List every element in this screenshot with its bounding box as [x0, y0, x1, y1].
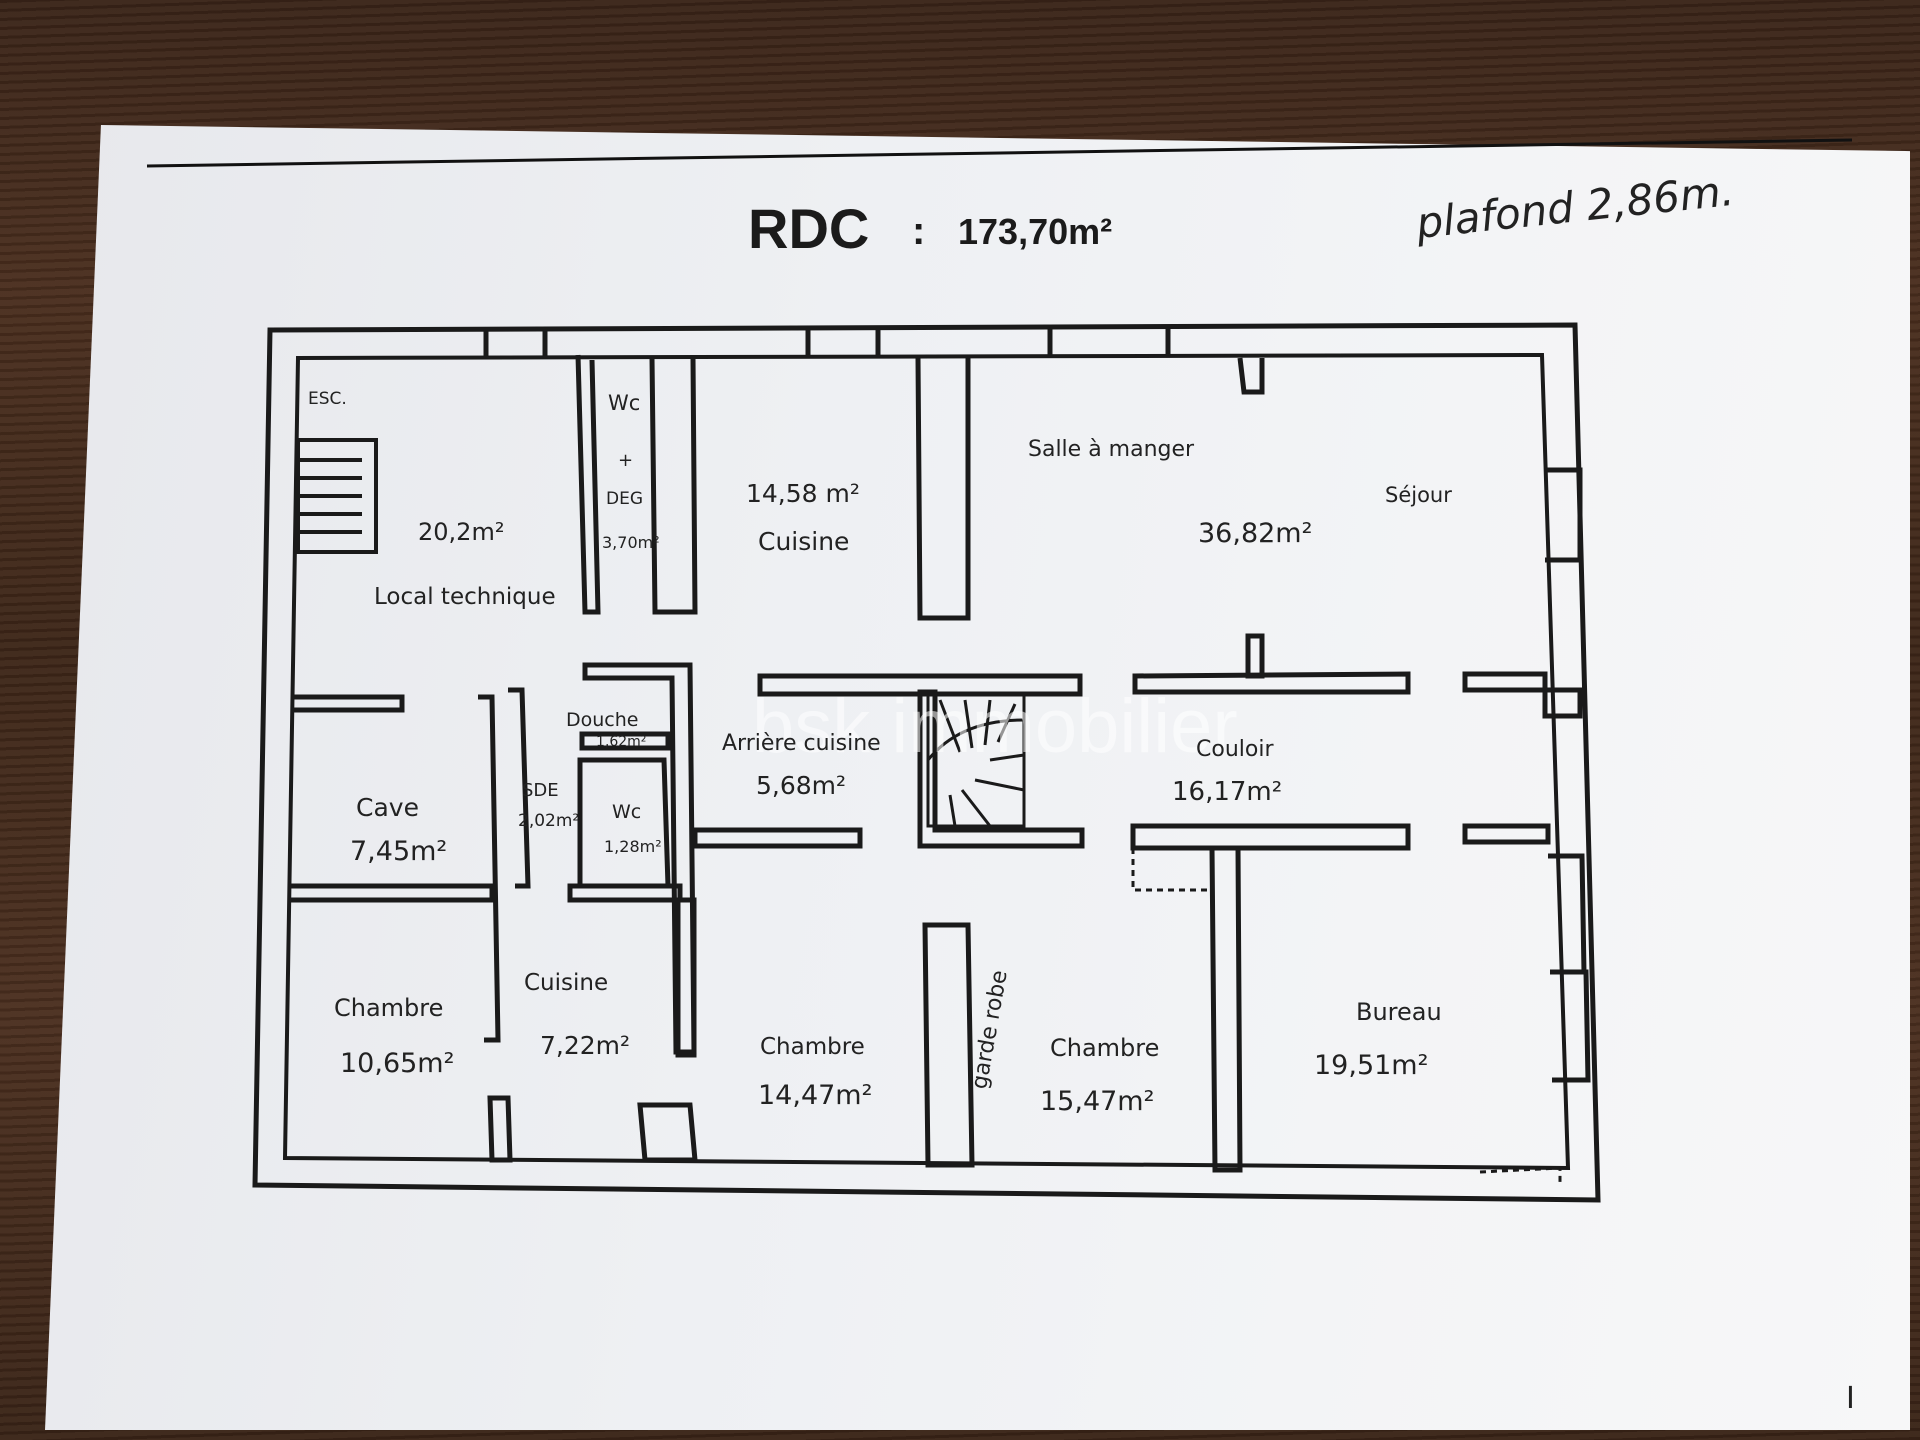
label-arriere-cuisine-area: 5,68m²: [756, 771, 846, 800]
label-couloir: Couloir: [1196, 737, 1274, 762]
label-chambre-1-area: 10,65m²: [340, 1048, 454, 1079]
title-separator: :: [912, 209, 925, 253]
label-bureau-area: 19,51m²: [1314, 1050, 1428, 1081]
ceiling-height-note: plafond 2,86m.: [1413, 166, 1736, 248]
label-douche-area: 1,62m²: [596, 734, 646, 750]
label-douche: Douche: [566, 709, 638, 731]
total-area: 173,70m²: [958, 211, 1112, 252]
label-plus: +: [618, 450, 633, 471]
closet-outline-bureau: [1479, 1166, 1562, 1185]
label-bureau: Bureau: [1356, 998, 1442, 1026]
label-salle-a-manger: Salle à manger: [1028, 437, 1195, 462]
label-cave: Cave: [356, 793, 419, 822]
paper-sheet: [45, 125, 1910, 1430]
walls: [252, 322, 1601, 1203]
label-arriere-cuisine: Arrière cuisine: [722, 731, 881, 756]
label-wc-top: Wc: [608, 391, 640, 415]
label-garde-robe: garde robe: [967, 968, 1012, 1091]
label-cuisine: Cuisine: [758, 527, 849, 556]
label-sde: SDE: [522, 780, 559, 801]
label-esc: ESC.: [308, 389, 347, 409]
label-deg-area: 3,70m²: [602, 533, 660, 552]
spiral-stair-icon: [926, 692, 1026, 828]
label-couloir-area: 16,17m²: [1172, 777, 1282, 807]
level-title: RDC: [748, 197, 869, 260]
label-chambre-3-area: 15,47m²: [1040, 1086, 1154, 1117]
label-cuisine-2-area: 7,22m²: [540, 1031, 630, 1060]
label-chambre-2-area: 14,47m²: [758, 1080, 872, 1111]
closet-outline: [1131, 848, 1210, 892]
stair-esc-icon: [296, 438, 378, 554]
label-chambre-1: Chambre: [334, 994, 443, 1022]
label-chambre-3: Chambre: [1050, 1034, 1159, 1062]
label-sejour: Séjour: [1385, 483, 1452, 507]
label-wc-bottom-area: 1,28m²: [604, 837, 662, 856]
page-marker: I: [1846, 1381, 1855, 1416]
watermark: bsk immobilier: [752, 684, 1238, 769]
label-local-technique: Local technique: [374, 584, 556, 610]
label-cave-area: 7,45m²: [350, 836, 447, 867]
label-cuisine-2: Cuisine: [524, 970, 608, 996]
label-cuisine-area: 14,58 m²: [746, 479, 860, 508]
header-rule: [146, 138, 1853, 168]
label-wc-bottom: Wc: [612, 801, 641, 823]
label-deg: DEG: [606, 489, 643, 509]
label-chambre-2: Chambre: [760, 1034, 865, 1060]
label-local-technique-area: 20,2m²: [418, 518, 504, 546]
label-sejour-area: 36,82m²: [1198, 518, 1312, 549]
label-sde-area: 2,02m²: [518, 811, 579, 831]
